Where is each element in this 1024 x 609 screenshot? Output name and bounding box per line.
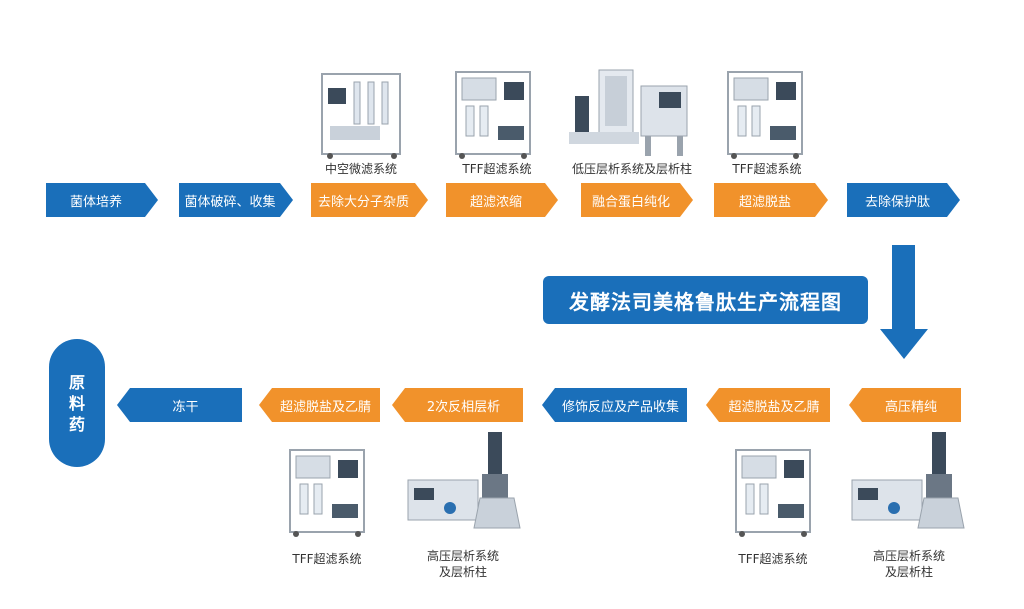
final-product-api: 原 料 药 bbox=[49, 339, 105, 467]
equipment-caption: 中空微滤系统 bbox=[324, 162, 397, 176]
hplc-column-icon bbox=[851, 432, 965, 529]
step-label: 2次反相层析 bbox=[426, 399, 501, 415]
equipment-caption: TFF超滤系统 bbox=[732, 162, 802, 176]
equipment-caption: 高压层析系统 及层析柱 bbox=[426, 549, 499, 579]
step-label: 超滤脱盐及乙腈 bbox=[279, 399, 371, 415]
step-uf-desalting-acetonitrile: 超滤脱盐及乙腈 bbox=[706, 388, 830, 422]
equipment-caption: TFF超滤系统 bbox=[462, 162, 532, 176]
tff-skid-icon bbox=[289, 449, 365, 537]
step-uf-concentration: 超滤浓缩 bbox=[446, 183, 558, 217]
step-remove-impurities: 去除大分子杂质 bbox=[311, 183, 428, 217]
equipment-caption: 低压层析系统及层析柱 bbox=[571, 162, 692, 176]
diagram-title: 发酵法司美格鲁肽生产流程图 bbox=[543, 276, 868, 324]
tff-skid-icon bbox=[735, 449, 811, 537]
step-label: 高压精纯 bbox=[884, 399, 937, 415]
tff-skid-icon bbox=[727, 71, 803, 159]
step-reverse-phase-chromatography: 2次反相层析 bbox=[392, 388, 523, 422]
equipment-caption: 高压层析系统 及层析柱 bbox=[872, 549, 945, 579]
tff-skid-icon bbox=[455, 71, 531, 159]
step-high-pressure-polishing: 高压精纯 bbox=[849, 388, 961, 422]
step-label: 去除保护肽 bbox=[864, 194, 930, 210]
step-modification-reaction: 修饰反应及产品收集 bbox=[542, 388, 687, 422]
step-label: 修饰反应及产品收集 bbox=[561, 399, 679, 415]
step-label: 菌体培养 bbox=[69, 194, 122, 210]
chromatography-skid-icon bbox=[569, 69, 688, 156]
step-remove-protecting-peptide: 去除保护肽 bbox=[847, 183, 960, 217]
step-label: 融合蛋白纯化 bbox=[591, 194, 670, 210]
step-freeze-drying: 冻干 bbox=[117, 388, 242, 422]
final-product-label: 原 料 药 bbox=[68, 372, 85, 434]
equipment-caption: TFF超滤系统 bbox=[738, 552, 808, 566]
down-arrow-icon bbox=[880, 245, 928, 359]
equipment-caption: TFF超滤系统 bbox=[292, 552, 362, 566]
step-label: 超滤脱盐及乙腈 bbox=[728, 399, 820, 415]
step-fusion-protein-purification: 融合蛋白纯化 bbox=[581, 183, 693, 217]
hplc-column-icon bbox=[407, 432, 521, 529]
microfiltration-skid-icon bbox=[321, 73, 401, 159]
step-label: 冻干 bbox=[172, 399, 199, 415]
step-label: 菌体破碎、收集 bbox=[184, 194, 276, 210]
step-label: 超滤浓缩 bbox=[469, 194, 522, 210]
step-cell-disruption: 菌体破碎、收集 bbox=[179, 183, 293, 217]
step-label: 去除大分子杂质 bbox=[317, 194, 409, 210]
step-label: 超滤脱盐 bbox=[738, 194, 791, 210]
step-uf-desalting-acetonitrile-2: 超滤脱盐及乙腈 bbox=[259, 388, 380, 422]
step-uf-desalting: 超滤脱盐 bbox=[714, 183, 828, 217]
step-cell-culture: 菌体培养 bbox=[46, 183, 158, 217]
